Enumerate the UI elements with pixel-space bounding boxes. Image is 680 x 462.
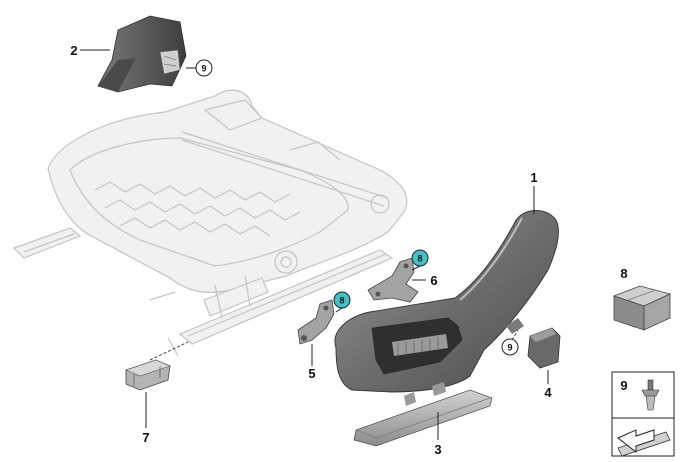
callout-5: 5 — [308, 366, 315, 381]
circled-ref-8-upper: 8 — [411, 249, 429, 267]
callout-2: 2 — [70, 43, 77, 58]
callout-1: 1 — [530, 170, 537, 185]
part-bracket-5 — [297, 299, 335, 345]
callout-4: 4 — [544, 385, 552, 400]
part-clip-7 — [125, 359, 171, 391]
svg-text:8: 8 — [417, 254, 422, 264]
callout-6: 6 — [430, 273, 437, 288]
part-box-8 — [612, 285, 672, 331]
leader-lines — [80, 49, 549, 440]
seat-frame-ghost — [12, 89, 408, 361]
circled-ref-9-top: 9 — [195, 59, 213, 77]
svg-text:9: 9 — [507, 343, 512, 353]
svg-text:8: 8 — [339, 296, 344, 306]
legend-box — [611, 371, 675, 457]
callout-8: 8 — [620, 266, 627, 281]
part-bottom-strip — [353, 382, 493, 447]
part-upper-cover — [97, 15, 187, 93]
part-bracket-6 — [367, 257, 419, 303]
circled-ref-9-side: 9 — [501, 338, 519, 356]
rivet-icon — [641, 379, 660, 411]
part-side-trim-panel — [334, 210, 559, 393]
circled-ref-8-lower: 8 — [333, 291, 351, 309]
legend-box-label: 9 — [620, 378, 627, 393]
part-end-cap — [527, 327, 561, 369]
callout-3: 3 — [434, 442, 441, 457]
svg-text:9: 9 — [201, 64, 206, 74]
callout-7: 7 — [142, 430, 149, 445]
arrow-symbol-icon — [617, 429, 671, 457]
